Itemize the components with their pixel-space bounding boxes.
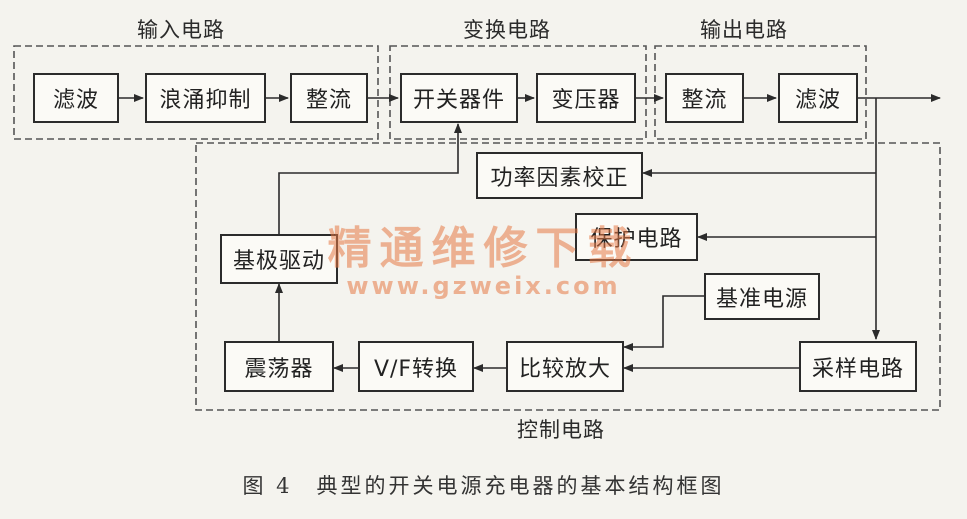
input-circuit-label: 输入电路: [137, 18, 225, 42]
oscillator-block: 震荡器: [224, 341, 334, 392]
pfc-block: 功率因素校正: [476, 152, 643, 199]
surge-suppress-block: 浪涌抑制: [145, 73, 266, 123]
input-filter-block: 滤波: [33, 73, 119, 123]
sampling-block: 采样电路: [799, 341, 917, 392]
convert-circuit-group: [389, 45, 647, 140]
control-circuit-label: 控制电路: [517, 418, 605, 442]
switch-device-block: 开关器件: [400, 73, 518, 123]
figure-caption: 图 4 典型的开关电源充电器的基本结构框图: [242, 474, 725, 498]
convert-circuit-label: 变换电路: [463, 18, 551, 42]
transformer-block: 变压器: [536, 73, 636, 123]
protection-block: 保护电路: [575, 213, 698, 261]
arrow-drive-to-switch: [278, 123, 462, 234]
comparator-block: 比较放大: [506, 341, 624, 392]
output-filter-block: 滤波: [778, 73, 858, 123]
arrow-reference-to-comparator: [623, 295, 704, 351]
vf-convert-block: V/F转换: [358, 341, 474, 392]
reference-block: 基准电源: [704, 273, 820, 320]
output-circuit-label: 输出电路: [700, 18, 788, 42]
output-circuit-group: [654, 45, 867, 140]
input-rectify-block: 整流: [290, 73, 368, 123]
base-drive-block: 基极驱动: [220, 234, 338, 284]
input-circuit-group: [13, 45, 379, 140]
output-rectify-block: 整流: [665, 73, 744, 123]
